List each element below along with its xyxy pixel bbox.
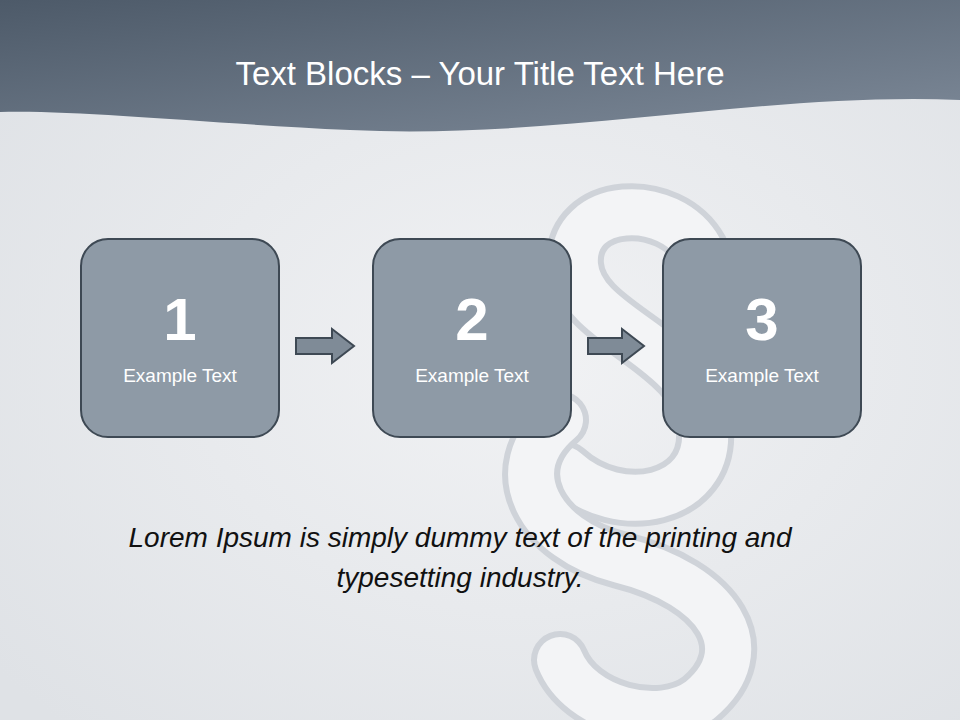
slide-title: Text Blocks – Your Title Text Here xyxy=(0,54,960,94)
step-box: 2Example Text xyxy=(372,238,572,438)
step-number: 3 xyxy=(745,288,778,351)
block-arrow xyxy=(588,329,644,363)
header-band xyxy=(0,0,960,131)
caption-text: Lorem Ipsum is simply dummy text of the … xyxy=(110,518,810,598)
step-label: Example Text xyxy=(705,365,819,388)
step-number: 1 xyxy=(163,288,196,351)
step-label: Example Text xyxy=(415,365,529,388)
step-box: 3Example Text xyxy=(662,238,862,438)
block-arrow xyxy=(296,329,354,363)
step-number: 2 xyxy=(455,288,488,351)
step-label: Example Text xyxy=(123,365,237,388)
step-box: 1Example Text xyxy=(80,238,280,438)
